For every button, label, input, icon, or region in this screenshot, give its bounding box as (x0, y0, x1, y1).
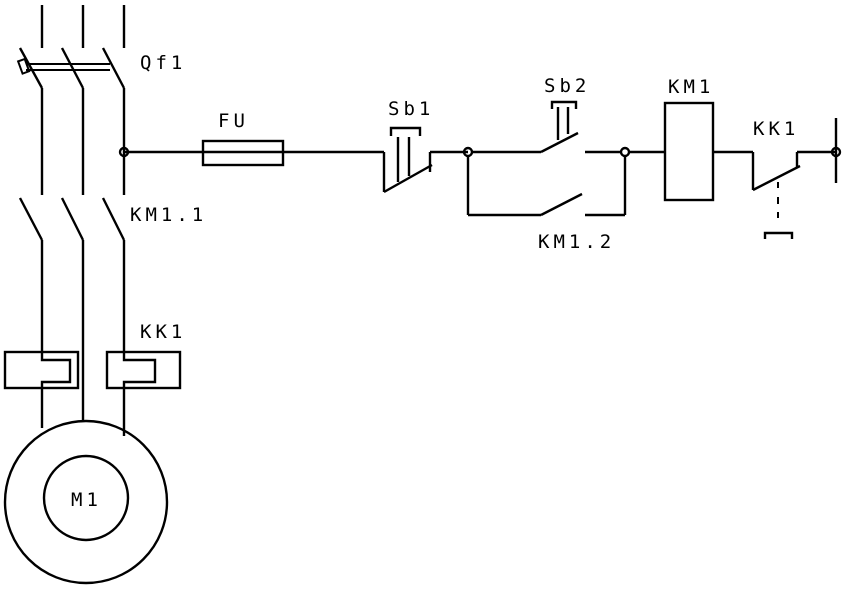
sb1-stop-button (382, 126, 433, 194)
fu-fuse (201, 139, 285, 167)
sb2-start-button (472, 100, 621, 154)
km1-coil (663, 101, 715, 202)
km1-2-holding-contact (466, 156, 627, 217)
control-circuit (118, 100, 842, 239)
junction-node (619, 146, 631, 158)
kk1-nc-contact (751, 152, 801, 239)
label-sb1: Sb1 (388, 98, 434, 120)
label-kk1-contact: KK1 (753, 118, 799, 140)
label-fu: FU (218, 110, 249, 132)
label-sb2: Sb2 (544, 75, 590, 97)
label-km1-1: KM1.1 (130, 204, 207, 226)
label-m1: M1 (71, 489, 102, 511)
label-kk1-relay: KK1 (140, 321, 186, 343)
kk1-thermal-relay (3, 350, 182, 390)
motor-m1 (3, 419, 169, 585)
label-qf1: Qf1 (140, 52, 186, 74)
label-km1-2: KM1.2 (538, 231, 615, 253)
label-km1-coil: KM1 (668, 76, 714, 98)
km1-1-contactor (18, 197, 126, 241)
qf1-breaker (16, 47, 126, 89)
power-circuit (3, 5, 182, 585)
